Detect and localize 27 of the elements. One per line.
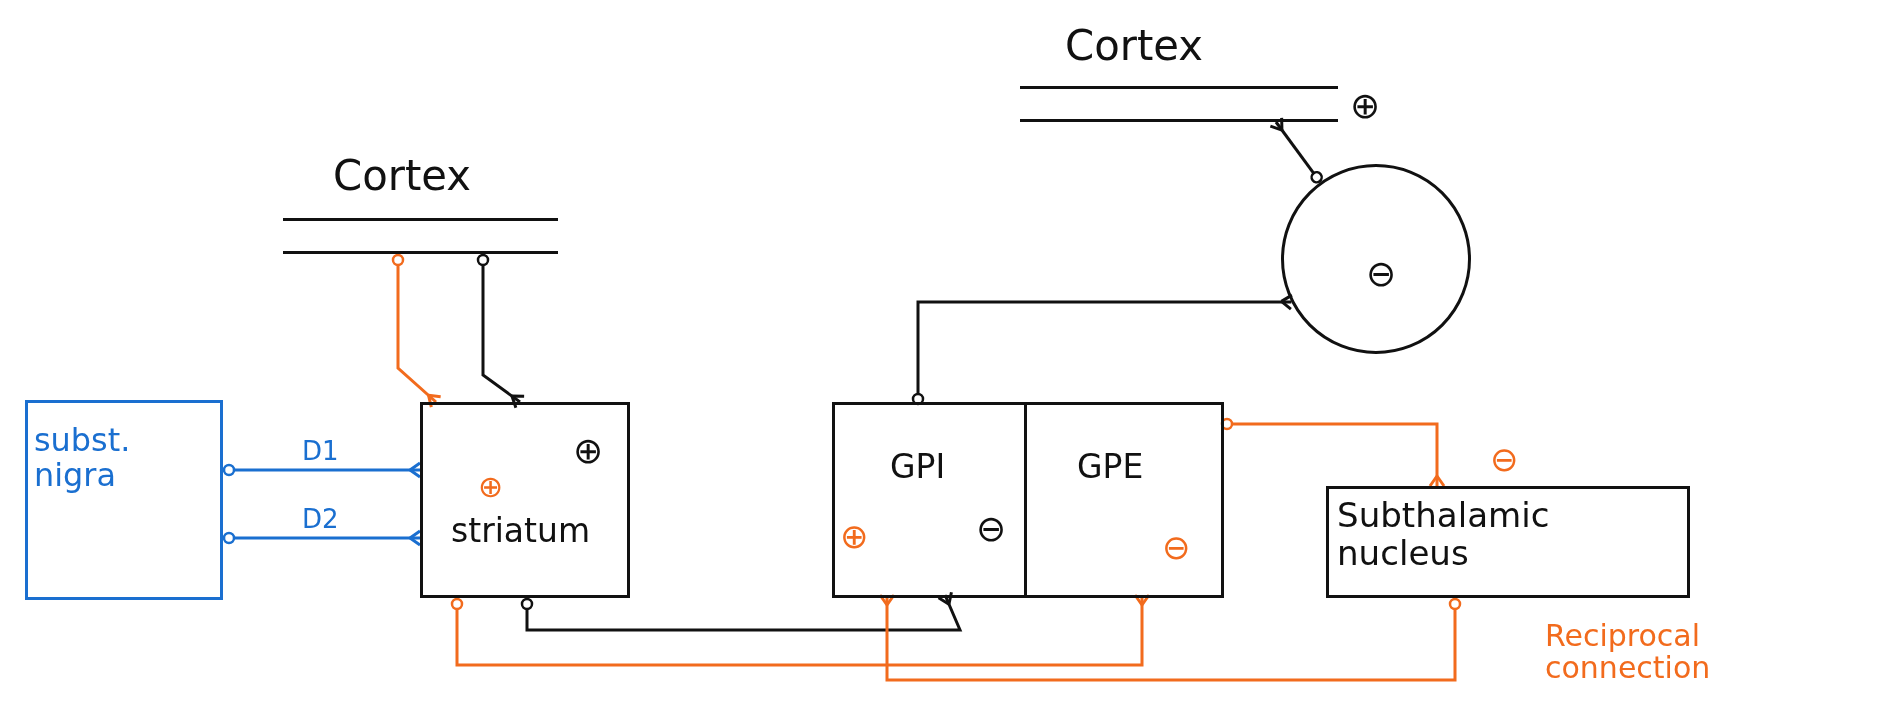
region-box	[25, 400, 223, 600]
excitatory-sign: ⊕	[840, 519, 869, 553]
region-box	[420, 402, 630, 598]
inhibitory-sign: ⊖	[1490, 442, 1519, 476]
neural-pathway	[222, 461, 422, 479]
nucleus-circle	[1281, 164, 1471, 354]
neural-pathway	[1268, 116, 1323, 184]
inhibitory-sign: ⊖	[976, 511, 1007, 547]
neural-pathway	[520, 590, 963, 632]
inhibitory-sign: ⊖	[1366, 256, 1397, 292]
region-label: subst. nigra	[34, 423, 132, 494]
annotation-text: Reciprocal connection	[1545, 620, 1712, 683]
excitatory-sign: ⊕	[478, 472, 504, 502]
excitatory-sign: ⊕	[1350, 88, 1381, 124]
inhibitory-sign: ⊖	[1162, 530, 1191, 564]
region-label: GPI	[890, 449, 946, 486]
region-box	[832, 402, 1224, 598]
region-label: Subthalamic nucleus	[1337, 497, 1551, 572]
neural-pathway	[391, 253, 443, 409]
region-label: striatum	[451, 513, 591, 550]
region-label: GPE	[1077, 449, 1144, 486]
region-label: Cortex	[333, 153, 472, 199]
neural-pathway	[476, 253, 526, 410]
neural-pathway	[222, 529, 422, 547]
region-label: Cortex	[1065, 23, 1204, 69]
region-box	[1326, 486, 1690, 598]
excitatory-sign: ⊕	[573, 433, 604, 469]
